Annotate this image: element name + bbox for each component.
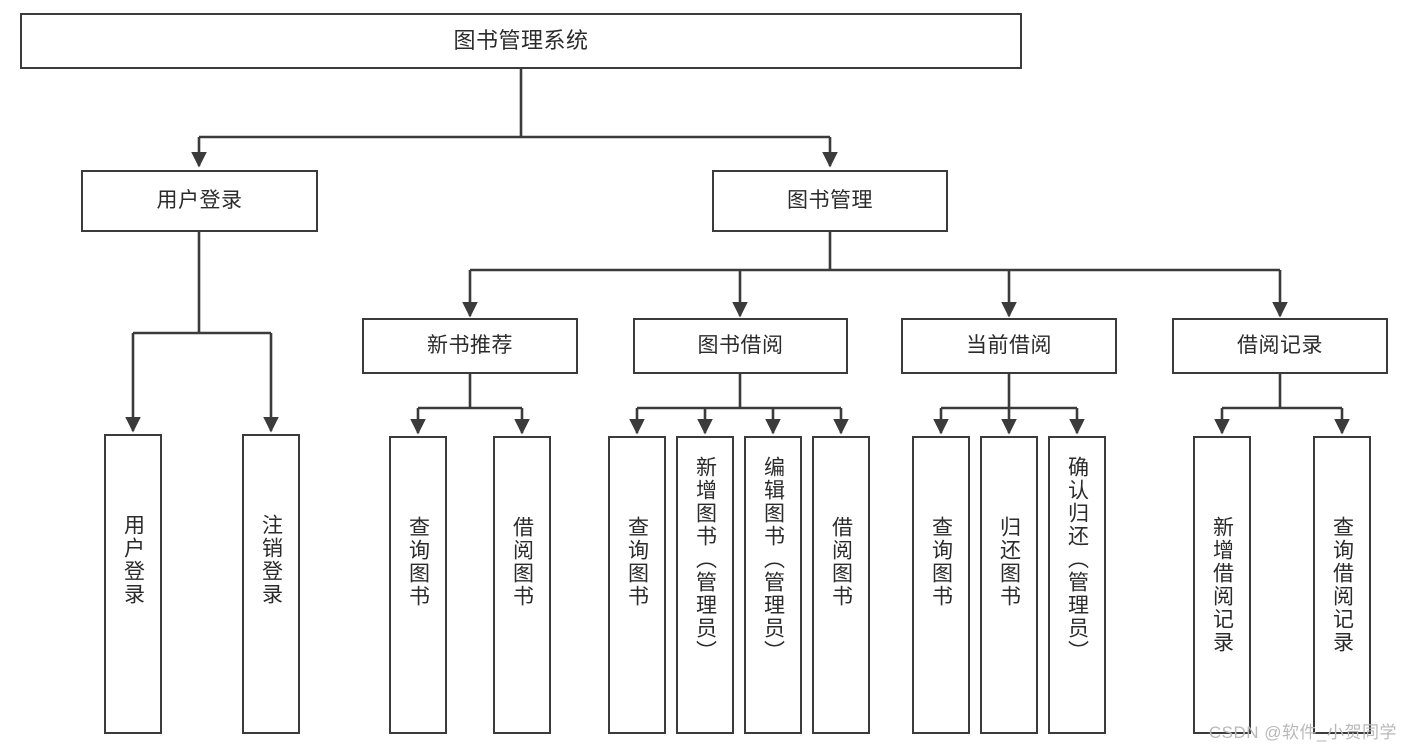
leaf-current-borrow-confirm-return-admin-label: 确认归还（管理员）: [1065, 456, 1089, 663]
leaf-book-borrow-borrow-book[interactable]: 借阅图书: [812, 436, 870, 734]
node-book-management-label: 图书管理: [787, 189, 873, 213]
leaf-user-login-login[interactable]: 用户登录: [104, 434, 162, 734]
node-user-login-label: 用户登录: [156, 189, 243, 213]
node-root-book-management-system[interactable]: 图书管理系统: [20, 13, 1022, 69]
leaf-new-book-borrow-book-label: 借阅图书: [510, 516, 534, 608]
node-new-book-recommend[interactable]: 新书推荐: [362, 318, 578, 374]
leaf-user-login-login-label: 用户登录: [121, 514, 145, 606]
leaf-book-borrow-add-book-admin[interactable]: 新增图书（管理员）: [676, 436, 734, 734]
node-borrow-record[interactable]: 借阅记录: [1172, 318, 1388, 374]
node-book-borrow[interactable]: 图书借阅: [633, 318, 848, 374]
leaf-borrow-record-query-record-label: 查询借阅记录: [1330, 516, 1354, 654]
leaf-current-borrow-query-book-label: 查询图书: [929, 516, 953, 608]
leaf-book-borrow-query-book[interactable]: 查询图书: [608, 436, 666, 734]
leaf-new-book-query-book-label: 查询图书: [406, 516, 430, 608]
leaf-new-book-borrow-book[interactable]: 借阅图书: [493, 436, 551, 734]
leaf-user-login-logout-label: 注销登录: [259, 514, 283, 606]
leaf-current-borrow-query-book[interactable]: 查询图书: [912, 436, 970, 734]
node-current-borrow[interactable]: 当前借阅: [901, 318, 1117, 374]
node-book-borrow-label: 图书借阅: [697, 334, 784, 358]
leaf-new-book-query-book[interactable]: 查询图书: [389, 436, 447, 734]
leaf-current-borrow-confirm-return-admin[interactable]: 确认归还（管理员）: [1048, 436, 1106, 734]
node-user-login[interactable]: 用户登录: [81, 170, 318, 232]
leaf-current-borrow-return-book-label: 归还图书: [997, 516, 1021, 608]
leaf-book-borrow-borrow-book-label: 借阅图书: [829, 516, 853, 608]
node-root-label: 图书管理系统: [453, 27, 589, 53]
leaf-borrow-record-query-record[interactable]: 查询借阅记录: [1313, 436, 1371, 734]
leaf-current-borrow-return-book[interactable]: 归还图书: [980, 436, 1038, 734]
node-new-book-recommend-label: 新书推荐: [427, 334, 513, 358]
node-borrow-record-label: 借阅记录: [1237, 334, 1323, 358]
leaf-borrow-record-add-record[interactable]: 新增借阅记录: [1193, 436, 1251, 734]
leaf-book-borrow-edit-book-admin[interactable]: 编辑图书（管理员）: [744, 436, 802, 734]
node-book-management[interactable]: 图书管理: [712, 170, 948, 232]
csdn-watermark: CSDN @软件_小贺同学: [1208, 723, 1397, 742]
leaf-book-borrow-add-book-admin-label: 新增图书（管理员）: [693, 456, 717, 663]
leaf-book-borrow-edit-book-admin-label: 编辑图书（管理员）: [761, 456, 785, 663]
leaf-borrow-record-add-record-label: 新增借阅记录: [1210, 516, 1234, 654]
node-current-borrow-label: 当前借阅: [966, 334, 1052, 358]
leaf-book-borrow-query-book-label: 查询图书: [625, 516, 649, 608]
leaf-user-login-logout[interactable]: 注销登录: [242, 434, 300, 734]
